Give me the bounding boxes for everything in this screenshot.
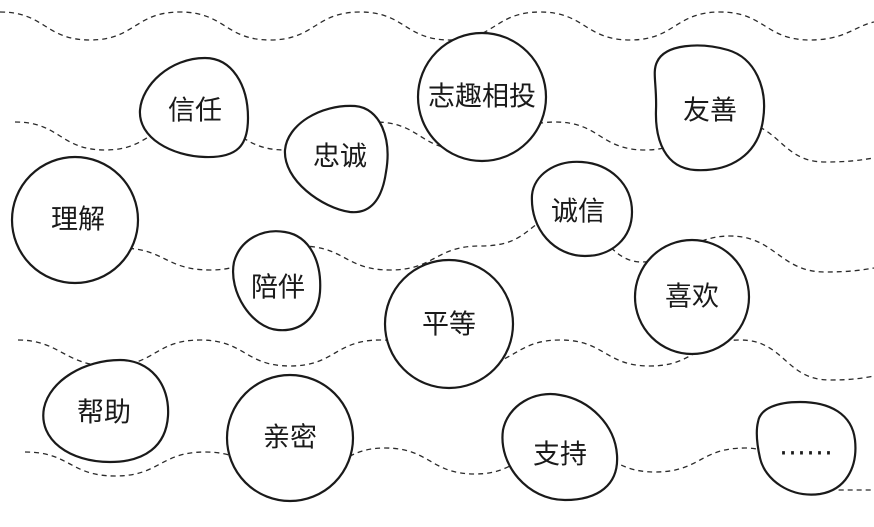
bubble-label: 支持 xyxy=(533,440,587,471)
bubble-shape xyxy=(138,56,250,159)
bubble-label: 忠诚 xyxy=(313,142,367,173)
bubble-shape xyxy=(755,400,857,496)
bubble-xinren: 信任 xyxy=(138,56,250,159)
bubble-shape xyxy=(501,392,619,502)
bubble-shape xyxy=(416,31,548,163)
bubble-xihuan: 喜欢 xyxy=(633,238,751,356)
bubble-bangzhu: 帮助 xyxy=(42,358,170,464)
wave-line-1 xyxy=(0,11,874,41)
bubble-more: …… xyxy=(755,400,857,496)
bubble-pingdeng: 平等 xyxy=(383,258,515,390)
bubble-zhiqu: 志趣相投 xyxy=(416,31,548,163)
bubble-shape xyxy=(231,230,322,332)
bubble-shape xyxy=(633,238,751,356)
bubble-label: 帮助 xyxy=(77,398,131,429)
bubble-shape xyxy=(530,160,634,258)
bubble-shape xyxy=(42,358,170,464)
wave-line-4 xyxy=(17,339,874,381)
bubble-label: 陪伴 xyxy=(251,273,305,304)
bubble-label: 志趣相投 xyxy=(428,82,536,113)
bubble-shape xyxy=(383,258,515,390)
bubble-label: …… xyxy=(779,431,833,462)
bubble-label: 友善 xyxy=(683,96,737,127)
wave-line-5 xyxy=(24,445,874,491)
bubble-label: 诚信 xyxy=(551,197,605,228)
bubble-label: 喜欢 xyxy=(665,282,719,313)
bubble-shape xyxy=(225,373,355,503)
bubble-qinmi: 亲密 xyxy=(225,373,355,503)
bubble-zhichi: 支持 xyxy=(501,392,619,502)
bubble-chengxin: 诚信 xyxy=(530,160,634,258)
bubble-zhongcheng: 忠诚 xyxy=(283,104,389,214)
bubble-shape xyxy=(283,104,389,214)
bubble-peiban: 陪伴 xyxy=(231,230,322,332)
bubble-label: 平等 xyxy=(422,310,476,341)
bubble-label: 信任 xyxy=(168,96,222,127)
bubble-lijie: 理解 xyxy=(10,155,140,285)
bubble-youshan: 友善 xyxy=(653,44,766,172)
bubble-label: 亲密 xyxy=(263,423,317,454)
bubble-label: 理解 xyxy=(51,205,105,236)
bubble-shape xyxy=(10,155,140,285)
bubble-shape xyxy=(653,44,766,172)
